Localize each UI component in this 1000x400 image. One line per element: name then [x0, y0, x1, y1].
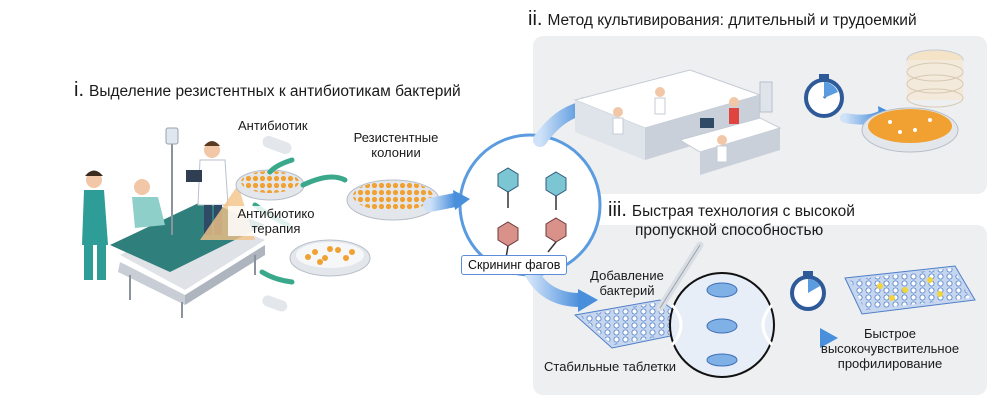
section-iii-numeral: iii.: [608, 199, 627, 221]
profiling-plate: [844, 265, 976, 315]
stopwatch-icon-fast: [790, 271, 826, 311]
section-iii-text-line1: Быстрая технология с высокой: [631, 203, 855, 220]
section-iii-title: iii.Быстрая технология с высокой пропуск…: [608, 199, 855, 240]
label-antibiotic: Антибиотик: [238, 118, 308, 133]
label-add-bacteria-line2: бактерий: [599, 283, 655, 298]
label-fast-line2: высокочувствительное: [820, 341, 960, 356]
pipette-icon: [656, 241, 704, 312]
phage-screening-circle: [458, 133, 602, 277]
section-ii-title: ii. Метод культивирования: длительный и т…: [528, 8, 917, 31]
label-resistant-line1: Резистентные: [353, 130, 439, 145]
label-therapy-line2: терапия: [251, 221, 301, 236]
section-i-numeral: i.: [74, 79, 84, 101]
section-i-title: i. Выделение резистентных к антибиотикам …: [74, 79, 461, 102]
label-add-bacteria: Добавление бактерий: [582, 268, 672, 298]
label-fast-profiling: Быстрое высокочувствительное профилирова…: [810, 326, 970, 371]
stacked-dishes: [906, 49, 964, 108]
resistant-colonies-dish: [346, 179, 440, 221]
well-plate: [573, 299, 702, 349]
section-iii-text-line2: пропускной способностью: [635, 222, 824, 239]
stopwatch-icon: [804, 74, 844, 118]
label-therapy-line1: Антибиотико: [237, 206, 315, 221]
label-fast-line3: профилирование: [837, 356, 943, 371]
label-fast-line1: Быстрое: [863, 326, 917, 341]
label-resistant-line2: колонии: [371, 145, 421, 160]
phage-screening-label: Скрининг фагов: [461, 255, 568, 275]
label-add-bacteria-line1: Добавление: [590, 268, 664, 283]
section-ii-text: Метод культивирования: длительный и труд…: [547, 12, 917, 29]
antibiotic-dish: [235, 169, 305, 201]
magnifier-tablets: [669, 272, 775, 378]
laboratory-illustration: [573, 69, 782, 175]
section-ii-numeral: ii.: [528, 8, 543, 30]
section-i-text: Выделение резистентных к антибиотикам ба…: [89, 83, 461, 100]
label-stable-tablets: Стабильные таблетки: [544, 359, 677, 374]
result-dish: [861, 107, 959, 153]
therapy-dish: [289, 239, 371, 277]
label-resistant-colonies: Резистентные колонии: [341, 130, 451, 160]
label-therapy: Антибиотико терапия: [228, 206, 324, 236]
pill-icon: [262, 135, 292, 312]
flow-arrow-right-bottom: [775, 328, 838, 348]
